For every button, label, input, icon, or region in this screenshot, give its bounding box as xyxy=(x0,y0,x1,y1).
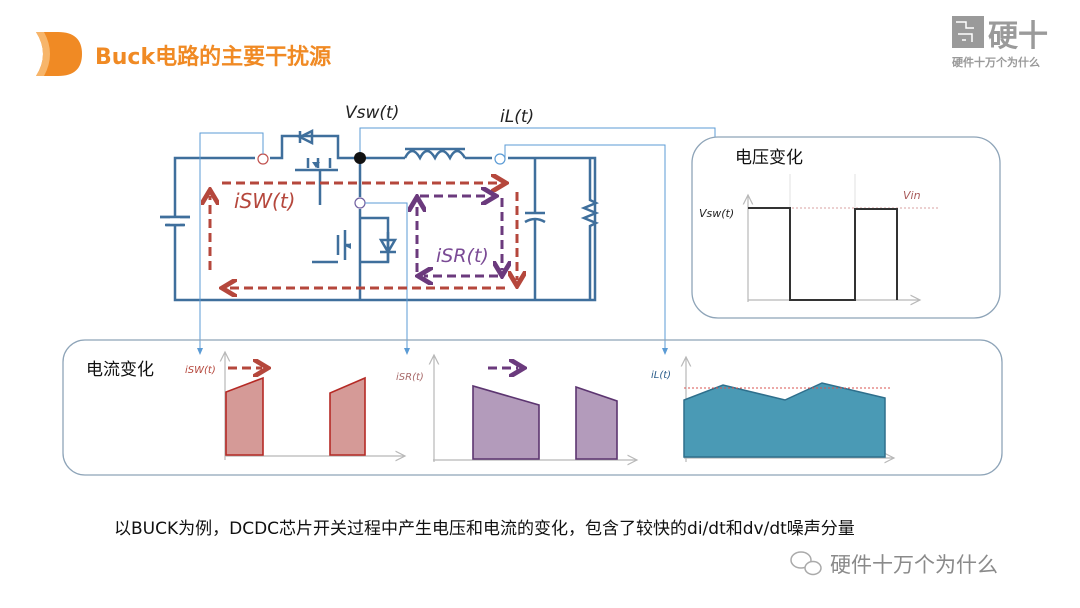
vin-label: Vin xyxy=(903,189,921,202)
isr-chart: iSR(t) xyxy=(396,355,637,462)
logo-main-text: 硬十 xyxy=(988,19,1048,54)
slide-title: Buck电路的主要干扰源 xyxy=(95,44,331,70)
caption: 以BUCK为例，DCDC芯片开关过程中产生电压和电流的变化，包含了较快的di/d… xyxy=(114,519,855,539)
current-panel-title: 电流变化 xyxy=(86,360,154,380)
isw-label: iSW(t) xyxy=(234,189,295,213)
isr-chart-label: iSR(t) xyxy=(396,372,424,383)
isr-label: iSR(t) xyxy=(436,245,489,267)
voltage-panel-title: 电压变化 xyxy=(735,148,803,168)
watermark: 硬件十万个为什么 xyxy=(790,551,998,577)
current-panel: 电流变化 iSW(t) iSR(t) iL(t) xyxy=(62,339,1003,476)
watermark-text: 硬件十万个为什么 xyxy=(830,553,998,577)
isw-chart-label: iSW(t) xyxy=(185,365,216,376)
corner-logo: 硬十 硬件十万个为什么 xyxy=(952,16,1048,69)
il-chart-label: iL(t) xyxy=(651,370,671,381)
buck-circuit: Vsw(t) iL(t) iSW(t) iSR(t) xyxy=(160,103,718,355)
voltage-panel: 电压变化 Vin Vsw(t) xyxy=(691,136,1001,319)
il-label: iL(t) xyxy=(500,107,534,127)
logo-sub-text: 硬件十万个为什么 xyxy=(952,55,1040,69)
vsw-label: Vsw(t) xyxy=(345,103,399,123)
switch-node xyxy=(354,152,366,164)
vsw-waveform xyxy=(748,207,898,301)
wechat-icon xyxy=(790,551,822,576)
isw-chart: iSW(t) xyxy=(185,352,405,460)
vsw-axis-label: Vsw(t) xyxy=(699,207,734,220)
il-chart: iL(t) xyxy=(651,357,894,462)
brand-logo xyxy=(36,32,82,76)
